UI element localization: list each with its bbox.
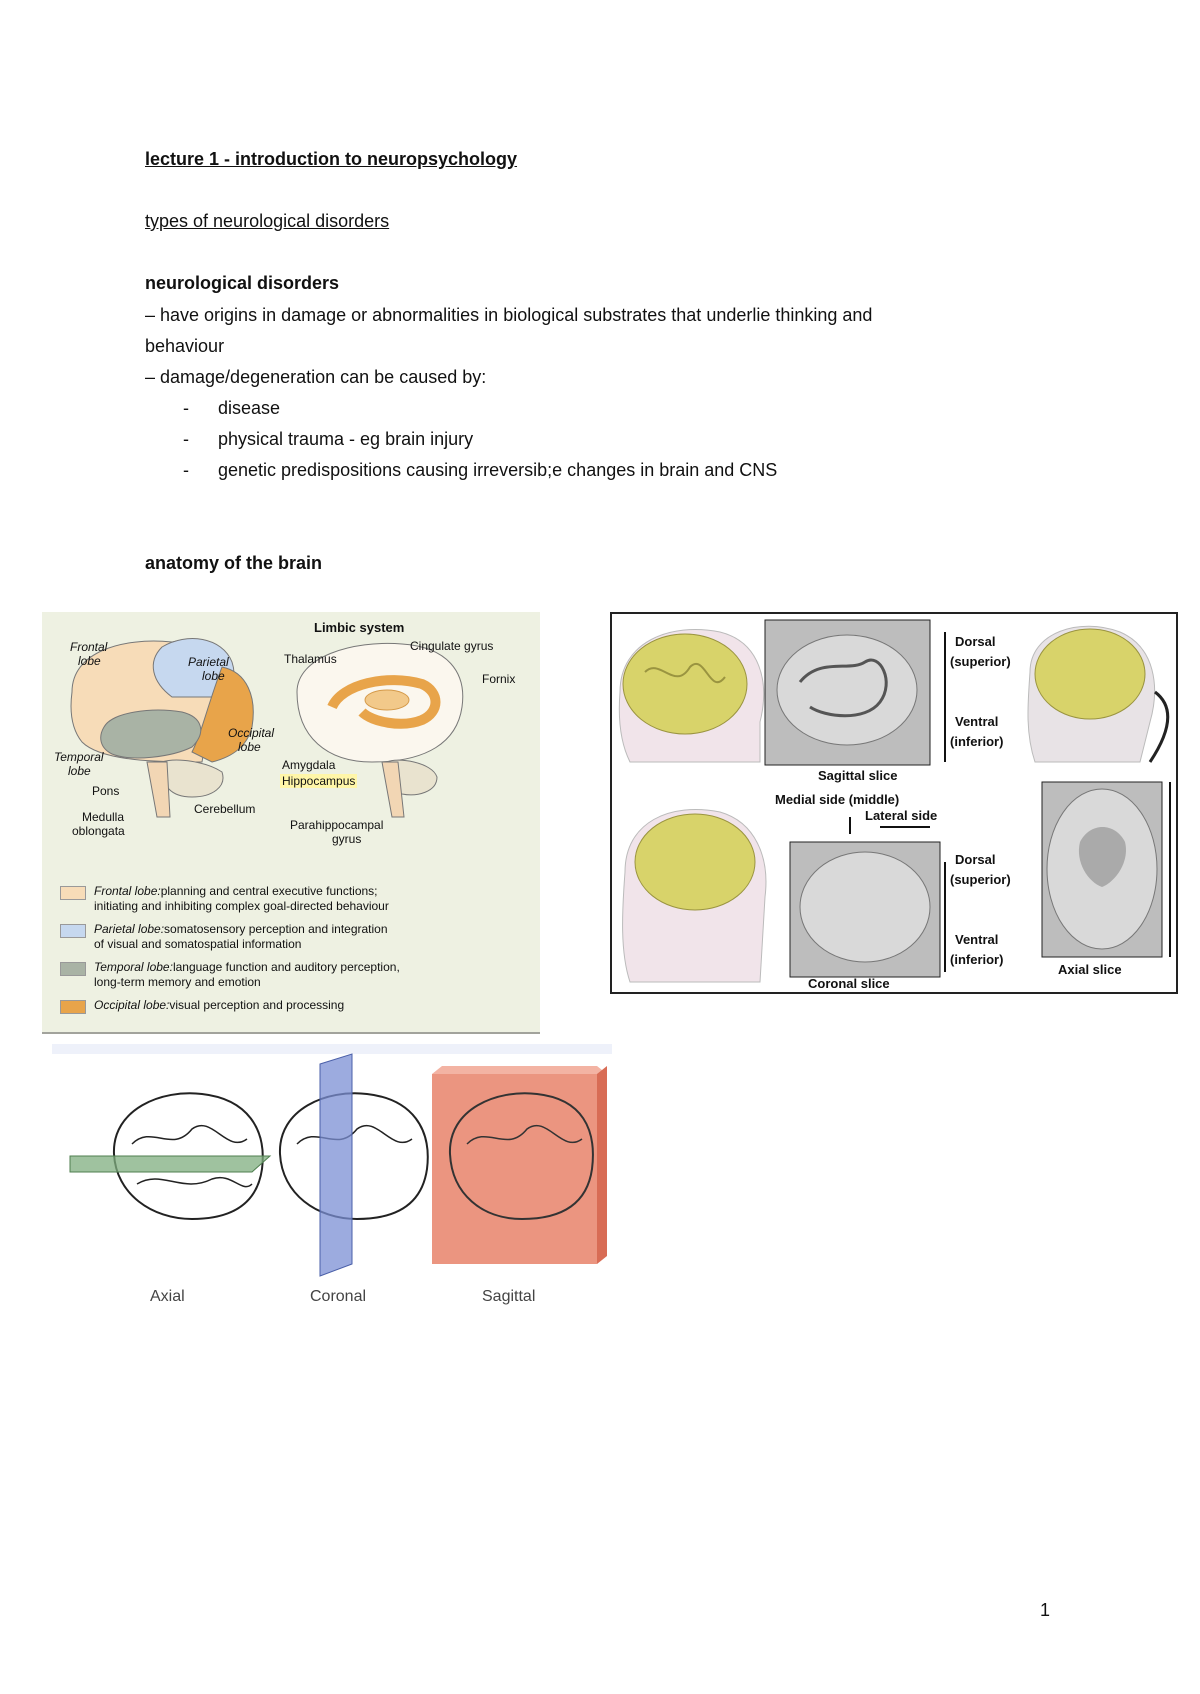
legend-term: Temporal lobe: bbox=[94, 960, 173, 974]
label-thalamus: Thalamus bbox=[284, 652, 337, 666]
figure-mri-slices-svg bbox=[610, 612, 1178, 994]
label-temporal: Temporal bbox=[54, 750, 104, 764]
label-plane-axial: Axial bbox=[150, 1288, 185, 1305]
sagittal-brain-drawing bbox=[432, 1066, 607, 1264]
limbic-title: Limbic system bbox=[314, 620, 405, 635]
head-sagittal-drawing bbox=[618, 629, 765, 763]
legend-term: Frontal lobe: bbox=[94, 884, 161, 898]
label-amygdala: Amygdala bbox=[282, 758, 336, 772]
bullet-dash: - bbox=[183, 398, 189, 418]
head-axial-drawing bbox=[1027, 625, 1170, 763]
legend-desc: of visual and somatospatial information bbox=[94, 937, 302, 951]
label-frontal-2: lobe bbox=[78, 654, 101, 668]
page-title: lecture 1 - introduction to neuropsychol… bbox=[145, 149, 518, 169]
head-coronal-drawing bbox=[622, 809, 767, 983]
limbic-brain-drawing bbox=[296, 642, 464, 818]
section-heading-anatomy: anatomy of the brain bbox=[145, 553, 323, 573]
label-axial-slice: Axial slice bbox=[1058, 962, 1122, 977]
bullet-dash: - bbox=[183, 429, 189, 449]
figure-brain-lobes: Limbic system Frontal lobe Parietal lobe… bbox=[42, 612, 540, 1034]
label-cingulate: Cingulate gyrus bbox=[410, 639, 494, 653]
label-fornix: Fornix bbox=[482, 672, 516, 686]
label-occipital-2: lobe bbox=[238, 740, 261, 754]
legend-item: Occipital lobe:visual perception and pro… bbox=[60, 998, 530, 1022]
label-cerebellum: Cerebellum bbox=[194, 802, 256, 816]
page-number: 1 bbox=[1040, 1600, 1051, 1620]
coronal-brain-drawing bbox=[278, 1053, 429, 1277]
label-pons: Pons bbox=[92, 784, 120, 798]
label-frontal: Frontal bbox=[70, 640, 108, 654]
legend-item: Parietal lobe:somatosensory perception a… bbox=[60, 922, 530, 960]
legend-term: Parietal lobe: bbox=[94, 922, 165, 936]
paragraph-line: behaviour bbox=[145, 336, 225, 356]
label-medulla-2: oblongata bbox=[72, 824, 125, 838]
label-parietal-2: lobe bbox=[202, 669, 225, 683]
lateral-brain-drawing bbox=[70, 638, 254, 818]
figure-anatomical-planes-svg bbox=[52, 1044, 612, 1277]
label-temporal-2: lobe bbox=[68, 764, 91, 778]
label-plane-coronal: Coronal bbox=[310, 1288, 367, 1305]
label-lateral-side: Lateral side bbox=[865, 808, 938, 823]
label-occipital: Occipital bbox=[228, 726, 275, 740]
label-superior-top: (superior) bbox=[950, 654, 1011, 669]
legend-swatch bbox=[60, 962, 86, 976]
label-hippocampus: Hippocampus bbox=[280, 774, 358, 788]
bullet-item: genetic predispositions causing irrevers… bbox=[218, 460, 778, 480]
label-plane-sagittal: Sagittal bbox=[482, 1288, 536, 1305]
axial-brain-drawing bbox=[69, 1092, 272, 1221]
legend-desc: somatosensory perception and integration bbox=[164, 922, 388, 936]
label-inferior-bottom: (inferior) bbox=[950, 952, 1004, 967]
paragraph-line: – have origins in damage or abnormalitie… bbox=[145, 305, 873, 325]
legend-swatch bbox=[60, 1000, 86, 1014]
label-superior-bottom: (superior) bbox=[950, 872, 1011, 887]
legend-swatch bbox=[60, 924, 86, 938]
legend-term: Occipital lobe: bbox=[94, 998, 170, 1012]
bullet-item: physical trauma - eg brain injury bbox=[218, 429, 474, 449]
subtitle: types of neurological disorders bbox=[145, 211, 390, 231]
label-parahippocampal: Parahippocampal bbox=[290, 818, 384, 832]
section-heading-neurological: neurological disorders bbox=[145, 273, 340, 293]
paragraph-line: – damage/degeneration can be caused by: bbox=[145, 367, 487, 387]
legend-item: Temporal lobe:language function and audi… bbox=[60, 960, 530, 998]
label-ventral-bottom: Ventral bbox=[955, 932, 999, 947]
legend-desc: initiating and inhibiting complex goal-d… bbox=[94, 899, 389, 913]
lobe-legend: Frontal lobe:planning and central execut… bbox=[60, 884, 530, 1022]
figure-mri-slices: Dorsal (superior) Ventral (inferior) Sag… bbox=[610, 612, 1178, 994]
figure-anatomical-planes: Axial Coronal Sagittal bbox=[52, 1044, 612, 1326]
legend-desc: planning and central executive functions… bbox=[160, 884, 378, 898]
label-parietal: Parietal bbox=[188, 655, 229, 669]
figure-brain-lobes-svg bbox=[42, 612, 540, 1034]
label-medial-side: Medial side (middle) bbox=[775, 792, 900, 807]
label-coronal-slice: Coronal slice bbox=[808, 976, 890, 991]
label-medulla: Medulla bbox=[82, 810, 125, 824]
legend-desc: language function and auditory perceptio… bbox=[172, 960, 400, 974]
bullet-dash: - bbox=[183, 460, 189, 480]
label-inferior-top: (inferior) bbox=[950, 734, 1004, 749]
legend-item: Frontal lobe:planning and central execut… bbox=[60, 884, 530, 922]
label-sagittal-slice: Sagittal slice bbox=[818, 768, 898, 783]
label-parahippocampal-2: gyrus bbox=[332, 832, 362, 846]
label-ventral-top: Ventral bbox=[955, 714, 999, 729]
label-dorsal-bottom: Dorsal bbox=[955, 852, 996, 867]
label-dorsal-top: Dorsal bbox=[955, 634, 996, 649]
legend-swatch bbox=[60, 886, 86, 900]
bullet-item: disease bbox=[218, 398, 281, 418]
legend-desc: visual perception and processing bbox=[169, 998, 345, 1012]
legend-desc: long-term memory and emotion bbox=[94, 975, 261, 989]
